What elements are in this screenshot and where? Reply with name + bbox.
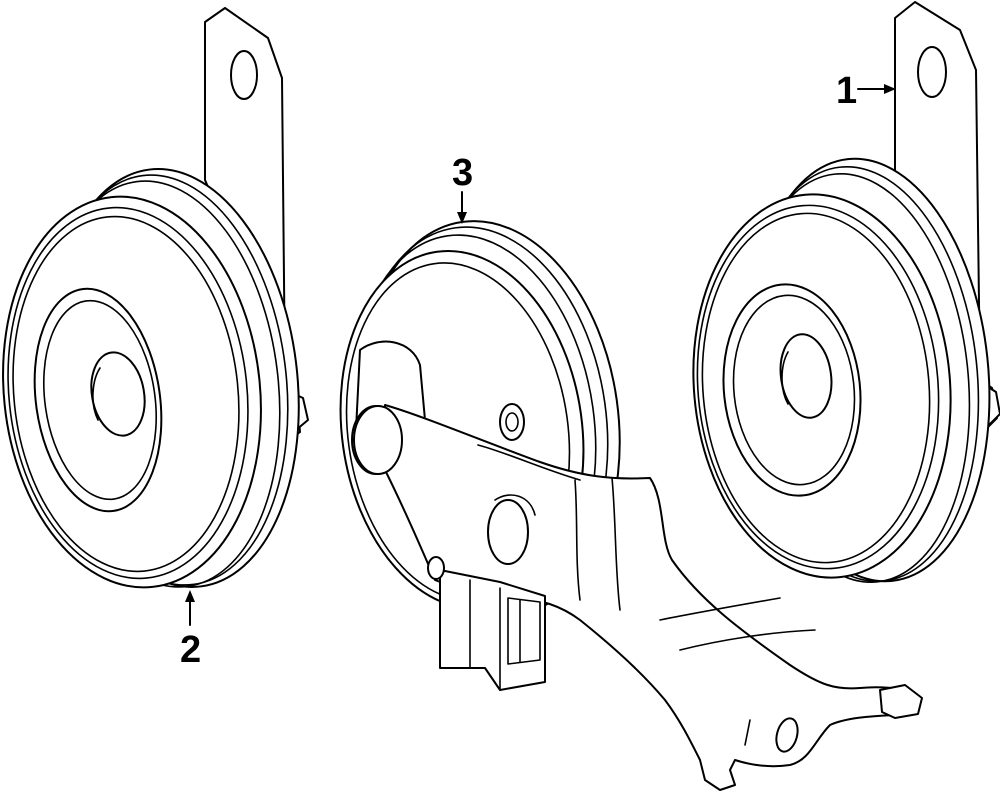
callout-arrow-3 — [457, 212, 467, 224]
callout-arrow-1 — [884, 84, 896, 94]
strap-mount-hole — [775, 717, 799, 753]
right-bracket-hole — [917, 46, 947, 98]
callout-1: 1 — [836, 70, 896, 112]
callout-3: 3 — [452, 152, 473, 224]
callout-2: 2 — [180, 590, 201, 671]
left-horn-diaphragm — [33, 287, 163, 513]
callout-label-2: 2 — [180, 629, 201, 671]
callout-arrow-2 — [185, 590, 195, 602]
right-horn — [692, 1, 1000, 584]
center-horn — [339, 220, 923, 791]
left-horn — [2, 7, 309, 589]
center-horn-stud — [499, 403, 525, 441]
strap-boss-upper — [353, 405, 403, 475]
strap-end-tab — [879, 684, 923, 719]
callout-label-3: 3 — [452, 152, 473, 194]
left-bracket-hole — [230, 50, 258, 100]
callout-label-1: 1 — [836, 70, 857, 112]
strap-boss-lower — [487, 499, 529, 565]
right-horn-diaphragm — [722, 283, 862, 497]
